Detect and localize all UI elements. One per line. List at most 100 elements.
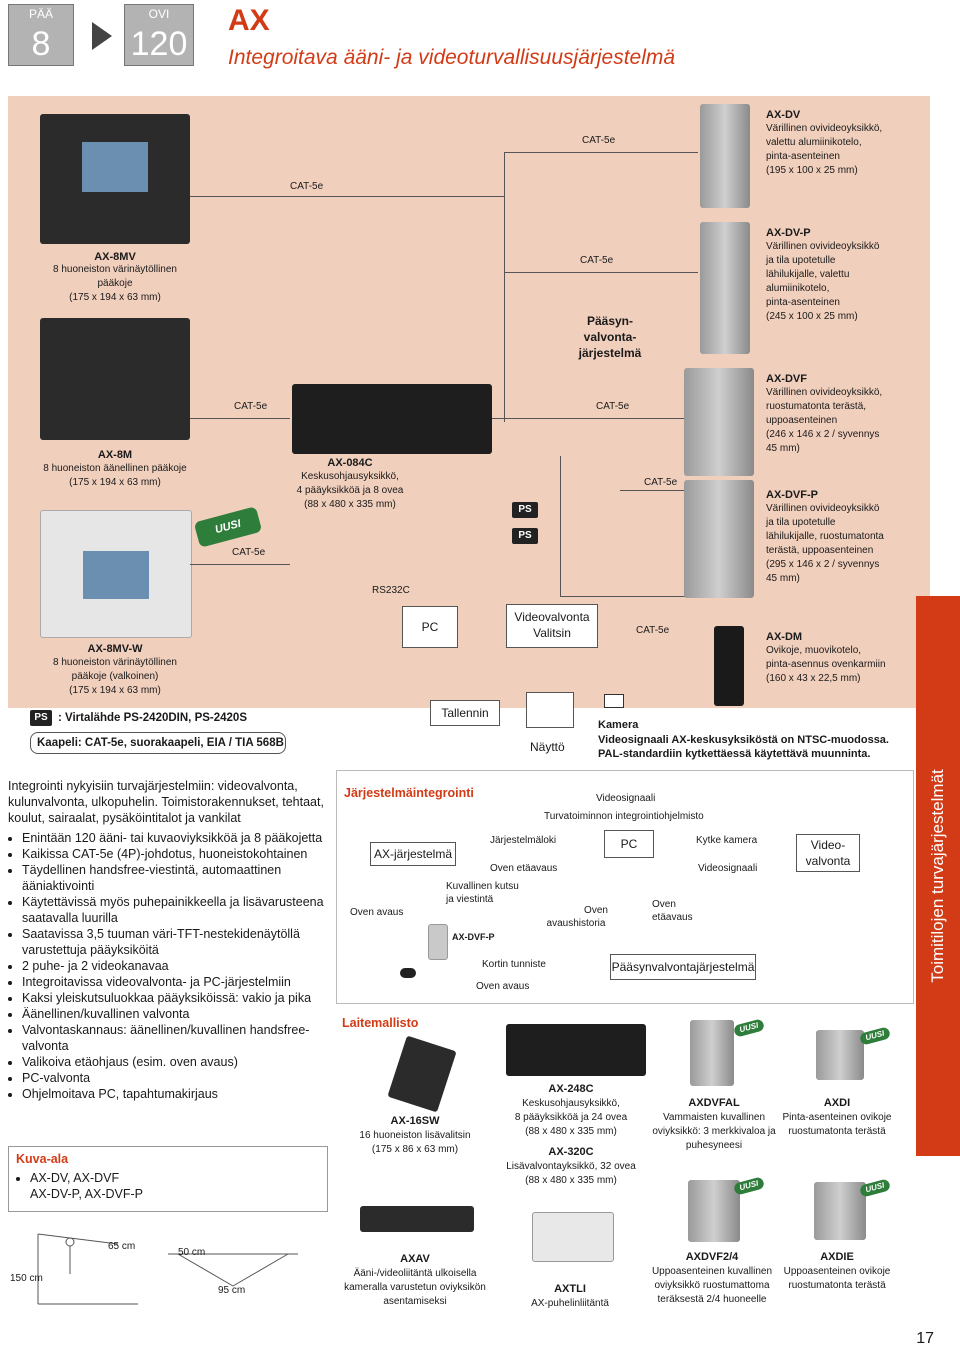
page-title: AX — [228, 4, 270, 37]
axdvfp-desc-4: terästä, uppoasenteinen — [766, 545, 874, 556]
axdvfal-desc-3: puhesyneesi — [685, 1140, 743, 1151]
axav-desc-3: asentamiseksi — [383, 1296, 447, 1307]
axdvfp-desc-1: Värillinen ovivideoyksikkö — [766, 503, 880, 514]
axdvfp-name: AX-DVF-P — [766, 489, 818, 501]
paasynvalvonta-box: Pääsynvalvontajärjestelmä — [610, 954, 756, 980]
monitor-icon — [526, 692, 574, 728]
paa-label: PÄÄ — [28, 7, 53, 21]
arrow-right-icon — [92, 22, 112, 50]
turvatoiminto-label: Turvatoiminnon integrointiohjelmisto — [544, 811, 704, 822]
cable-line — [560, 456, 561, 596]
kuva-ala-item-2: AX-DV-P, AX-DVF-P — [30, 1187, 143, 1201]
features-intro: Integrointi nykyisiin turvajärjestelmiin… — [8, 779, 324, 825]
screen-icon — [82, 142, 148, 192]
ax8m-image — [40, 318, 190, 440]
cable-line — [504, 152, 698, 153]
axdvf-desc-3: uppoasenteinen — [766, 415, 838, 426]
axdm-desc-3: (160 x 43 x 22,5 mm) — [766, 673, 861, 684]
oven-etaavaus-2b: etäavaus — [652, 912, 693, 923]
axdvf24-desc-3: teräksestä 2/4 huoneelle — [657, 1294, 767, 1305]
viewing-area-diagram — [37, 1233, 298, 1305]
axav-name: AXAV — [400, 1253, 430, 1265]
kuva-ala-item: AX-DV, AX-DVF AX-DV-P, AX-DVF-P — [30, 1170, 330, 1202]
axav-desc-2: kameralla varustetun oviyksikön — [344, 1282, 486, 1293]
dim-150cm: 150 cm — [10, 1273, 43, 1284]
axdie-desc-1: Uppoasenteinen ovikoje — [783, 1266, 891, 1277]
axdvf-desc-5: 45 mm) — [766, 443, 800, 454]
cable-line — [560, 596, 710, 597]
axdv-name: AX-DV — [766, 109, 801, 121]
ps-legend-text: : Virtalähde PS-2420DIN, PS-2420S — [58, 712, 247, 724]
cable-line — [504, 152, 505, 422]
cat5e-label-1: CAT-5e — [290, 181, 324, 192]
integration-section — [336, 770, 914, 1004]
ax8m-desc-1: 8 huoneiston äänellinen pääkoje — [43, 463, 187, 474]
axdvfal-desc-1: Vammaisten kuvallinen — [662, 1112, 766, 1123]
ax-system-box: AX-järjestelmä — [370, 842, 456, 866]
axdi-image — [816, 1030, 864, 1080]
ax8mv-desc-1: 8 huoneiston värinäytöllinen — [53, 264, 177, 275]
videovalvonta-box-2: valvonta — [805, 854, 851, 868]
axdm-name: AX-DM — [766, 631, 803, 643]
ax320c-desc-1: Lisävalvontayksikkö, 32 ovea — [506, 1161, 636, 1172]
cable-line — [490, 418, 698, 419]
ax8mvw-desc-1: 8 huoneiston värinäytöllinen — [53, 657, 177, 668]
axdv-desc-3: pinta-asenteinen — [766, 151, 840, 162]
ovi-box: OVI 120 — [124, 4, 194, 66]
ax8mvw-desc-3: (175 x 194 x 63 mm) — [69, 685, 161, 696]
axdv-image — [700, 104, 750, 208]
ax16sw-desc-1: 16 huoneiston lisävalitsin — [359, 1130, 471, 1141]
videovalvonta-box: Video- valvonta — [796, 834, 860, 872]
camera-icon — [604, 694, 624, 708]
axdvfal-name: AXDVFAL — [688, 1097, 740, 1109]
axdvfal-desc-2: oviyksikkö: 3 merkkivaloa ja — [652, 1126, 776, 1137]
kuvallinen-kutsu-2: ja viestintä — [446, 894, 494, 905]
key-icon — [400, 968, 416, 978]
axdvp-desc-3: lähilukijalle, valettu — [766, 269, 850, 280]
axdvf24-desc-2: oviyksikkö ruostumattoma — [654, 1280, 770, 1291]
cable-line — [190, 418, 290, 419]
axav-image — [360, 1206, 474, 1232]
axdvf-name: AX-DVF — [766, 373, 807, 385]
ax320c-desc-2: (88 x 480 x 335 mm) — [525, 1175, 617, 1186]
cat5e-label-5: CAT-5e — [232, 547, 266, 558]
ax8mv-name: AX-8MV — [94, 251, 136, 263]
axdvfp-desc-3: lähilukijalle, ruostumatonta — [766, 531, 884, 542]
ax084c-desc-1: Keskusohjausyksikkö, — [301, 471, 399, 482]
kuva-ala-item-1: AX-DV, AX-DVF — [30, 1171, 120, 1185]
kuva-ala-list: AX-DV, AX-DVF AX-DV-P, AX-DVF-P — [16, 1170, 330, 1202]
feature-item: Valvontaskannaus: äänellinen/kuvallinen … — [22, 1022, 340, 1054]
axdm-desc-1: Ovikoje, muovikotelo, — [766, 645, 862, 656]
ax248c-desc-3: (88 x 480 x 335 mm) — [525, 1126, 617, 1137]
ps-tag-2: PS — [512, 528, 538, 544]
feature-list: Enintään 120 ääni- tai kuvaoviyksikköä j… — [8, 830, 340, 1102]
ax8m-desc-2: (175 x 194 x 63 mm) — [69, 477, 161, 488]
page-subtitle: Integroitava ääni- ja videoturvallisuusj… — [228, 46, 676, 69]
videovalvonta-box-1: Video- — [810, 838, 846, 852]
ax084c-name: AX-084C — [327, 457, 373, 469]
video-selector-box: Videovalvonta Valitsin — [506, 604, 598, 648]
cat5e-label-7: CAT-5e — [644, 477, 678, 488]
axdvf24-image — [688, 1180, 740, 1242]
ax8mvw-image — [40, 510, 192, 638]
feature-item: Integroitavissa videovalvonta- ja PC-jär… — [22, 974, 340, 990]
axdvp-desc-2: ja tila upotetulle — [766, 255, 836, 266]
feature-item: 2 puhe- ja 2 videokanavaa — [22, 958, 340, 974]
recorder-box: Tallennin — [430, 700, 500, 726]
axdvfp-image — [684, 480, 754, 598]
kamera-label: Kamera — [598, 719, 639, 731]
axdvp-desc-5: pinta-asenteinen — [766, 297, 840, 308]
axdvf-desc-1: Värillinen ovivideoyksikkö, — [766, 387, 883, 398]
ax8mv-desc-3: (175 x 194 x 63 mm) — [69, 292, 161, 303]
feature-item: Kaikissa CAT-5e (4P)-johdotus, huoneisto… — [22, 846, 340, 862]
ps-legend-tag: PS — [30, 710, 52, 726]
ax16sw-image — [387, 1035, 457, 1113]
dim-95cm: 95 cm — [218, 1285, 246, 1296]
feature-item: Saatavissa 3,5 tuuman väri-TFT-nestekide… — [22, 926, 340, 958]
axtli-image — [532, 1212, 614, 1262]
axdvp-desc-6: (245 x 100 x 25 mm) — [766, 311, 858, 322]
oven-etaavaus-2a: Oven — [652, 899, 676, 910]
videovalvonta-label: Videovalvonta — [514, 610, 590, 624]
axdie-image — [814, 1182, 866, 1240]
ax248c-desc-2: 8 pääyksikköä ja 24 ovea — [514, 1112, 628, 1123]
